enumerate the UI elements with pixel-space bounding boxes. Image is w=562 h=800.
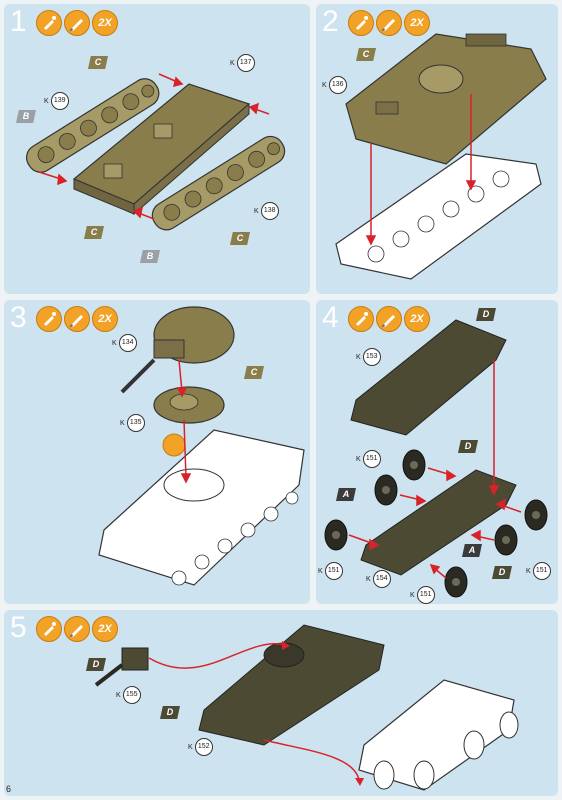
left-track bbox=[26, 78, 160, 173]
part-prefix: K bbox=[366, 575, 371, 583]
part-prefix: K bbox=[230, 59, 235, 67]
glue-icon bbox=[36, 10, 62, 36]
paint-tag-d: D bbox=[492, 566, 512, 579]
step-1-illustration bbox=[26, 73, 286, 231]
paint-brush-icon bbox=[376, 306, 402, 332]
part-number: 151 bbox=[416, 586, 435, 604]
paint-tag-c: C bbox=[356, 48, 376, 61]
step-2-illustration bbox=[335, 33, 547, 280]
right-track bbox=[151, 135, 286, 231]
step-3-number: 3 bbox=[10, 301, 27, 334]
step-1-panel: 1 2X C bbox=[4, 4, 310, 294]
paint-brush-icon bbox=[376, 10, 402, 36]
glue-icon bbox=[36, 306, 62, 332]
paint-tag-c: C bbox=[244, 366, 264, 379]
part-prefix: K bbox=[44, 97, 49, 105]
part-number: 151 bbox=[324, 562, 343, 580]
multiplier-badge: 2X bbox=[92, 10, 118, 36]
multiplier-badge: 2X bbox=[404, 306, 430, 332]
part-number: 151 bbox=[532, 562, 551, 580]
part-prefix: K bbox=[112, 339, 117, 347]
part-number: 153 bbox=[362, 348, 381, 366]
part-prefix: K bbox=[356, 455, 361, 463]
paint-tag-c: C bbox=[88, 56, 108, 69]
multiplier-badge: 2X bbox=[92, 616, 118, 642]
multiplier-badge: 2X bbox=[404, 10, 430, 36]
glue-icon bbox=[36, 616, 62, 642]
step-5-illustration bbox=[94, 624, 519, 791]
part-prefix: K bbox=[322, 81, 327, 89]
paint-tag-d: D bbox=[86, 658, 106, 671]
multiplier-badge: 2X bbox=[92, 306, 118, 332]
paint-tag-c: C bbox=[230, 232, 250, 245]
part-number: 138 bbox=[260, 202, 279, 220]
step-4-panel: 4 2X D D A A bbox=[316, 300, 558, 604]
part-number: 137 bbox=[236, 54, 255, 72]
paint-tag-d: D bbox=[160, 706, 180, 719]
step-1-number: 1 bbox=[10, 5, 27, 38]
step-4-number: 4 bbox=[322, 301, 339, 334]
paint-tag-d: D bbox=[476, 308, 496, 321]
glue-icon bbox=[348, 306, 374, 332]
page-number: 6 bbox=[6, 784, 12, 794]
paint-tag-c: C bbox=[84, 226, 104, 239]
part-number: 154 bbox=[372, 570, 391, 588]
glue-icon bbox=[348, 10, 374, 36]
paint-tag-b: B bbox=[140, 250, 160, 263]
paint-brush-icon bbox=[64, 616, 90, 642]
part-number: 136 bbox=[328, 76, 347, 94]
part-prefix: K bbox=[526, 567, 531, 575]
paint-tag-a: A bbox=[336, 488, 356, 501]
part-number: 135 bbox=[126, 414, 145, 432]
part-number: 152 bbox=[194, 738, 213, 756]
part-prefix: K bbox=[410, 591, 415, 599]
paint-brush-icon bbox=[64, 10, 90, 36]
step-3-illustration bbox=[98, 306, 305, 586]
paint-tag-d: D bbox=[458, 440, 478, 453]
part-number: 134 bbox=[118, 334, 137, 352]
part-prefix: K bbox=[318, 567, 323, 575]
part-prefix: K bbox=[116, 691, 121, 699]
part-prefix: K bbox=[356, 353, 361, 361]
paint-tag-a: A bbox=[462, 544, 482, 557]
paint-brush-icon bbox=[64, 306, 90, 332]
part-number: 139 bbox=[50, 92, 69, 110]
part-prefix: K bbox=[254, 207, 259, 215]
step-4-illustration bbox=[324, 319, 548, 598]
part-prefix: K bbox=[120, 419, 125, 427]
step-5-number: 5 bbox=[10, 611, 27, 644]
part-number: 155 bbox=[122, 686, 141, 704]
paint-tag-b: B bbox=[16, 110, 36, 123]
part-prefix: K bbox=[188, 743, 193, 751]
part-number: 151 bbox=[362, 450, 381, 468]
step-2-number: 2 bbox=[322, 5, 339, 38]
